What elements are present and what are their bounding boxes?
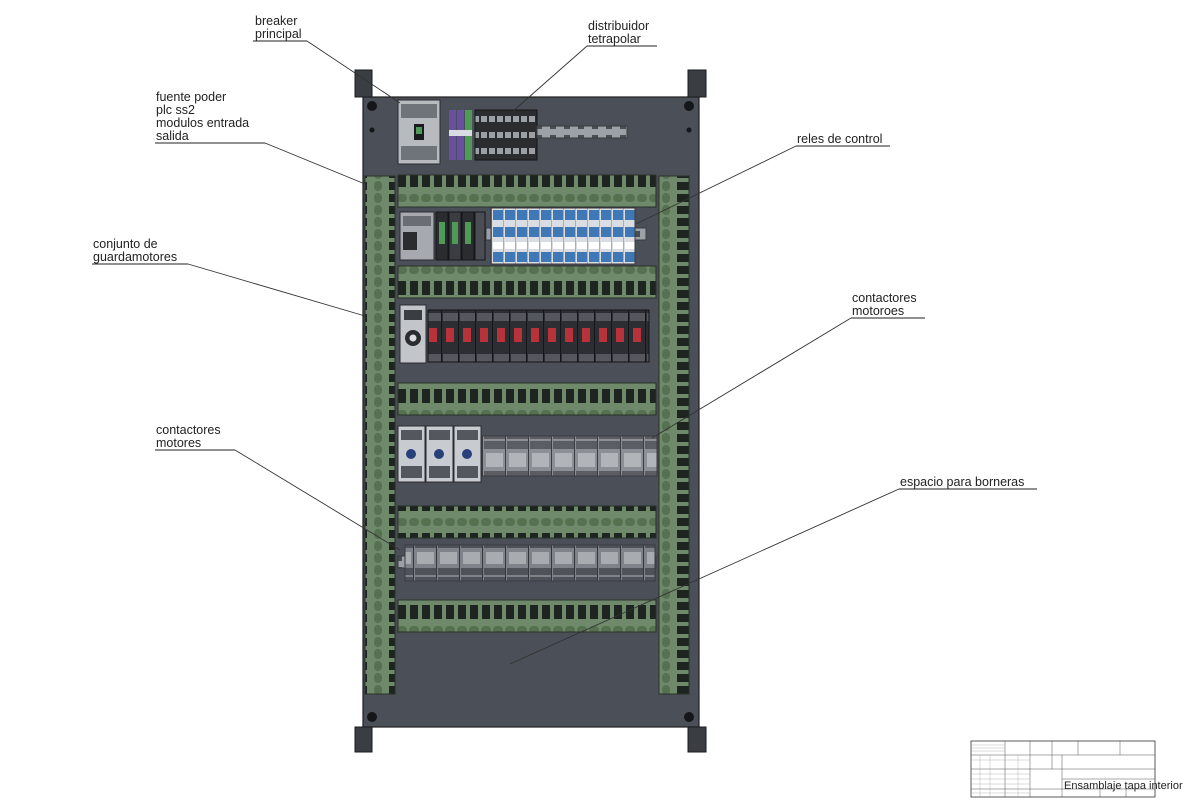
- label-conjunto-guardamotores: conjunto de guardamotores: [93, 237, 177, 264]
- label-line: reles de control: [797, 132, 882, 146]
- leader-lines: [92, 40, 1037, 665]
- horizontal-duct-1: [397, 174, 657, 208]
- distribution-terminals: [449, 110, 472, 160]
- label-line: espacio para borneras: [900, 475, 1024, 489]
- horizontal-duct-2: [397, 265, 657, 299]
- label-line: motores: [156, 436, 201, 450]
- motor-starter-main: [399, 304, 427, 364]
- label-line: contactores: [852, 291, 917, 305]
- plc-io-modules: [435, 211, 486, 261]
- label-line: breaker: [255, 14, 297, 28]
- din-rail-top: [536, 125, 628, 139]
- label-line: motoroes: [852, 304, 904, 318]
- label-line: distribuidor: [588, 19, 649, 33]
- label-breaker-principal: breaker principal: [255, 14, 302, 41]
- vertical-duct-left: [364, 175, 396, 695]
- label-fuente-poder: fuente poder plc ss2 modulos entrada sal…: [156, 90, 249, 143]
- label-line: conjunto de: [93, 237, 158, 251]
- label-line: modulos entrada: [156, 116, 249, 130]
- contactor-large: [397, 425, 482, 483]
- contactors-row-5: [404, 544, 656, 582]
- tetrapolar-distributor: [474, 109, 538, 161]
- label-line: tetrapolar: [588, 32, 641, 46]
- title-block: Ensamblaje tapa interior: [970, 740, 1183, 798]
- label-contactores-motoroes: contactores motoroes: [852, 291, 917, 318]
- power-supply-plc: [399, 211, 435, 261]
- horizontal-duct-5: [397, 599, 657, 633]
- label-contactores-motores: contactores motores: [156, 423, 221, 450]
- vertical-duct-right: [658, 175, 690, 695]
- label-line: fuente poder: [156, 90, 226, 104]
- motor-protection-switches: [427, 309, 650, 363]
- horizontal-duct-3: [397, 382, 657, 416]
- label-espacio-borneras: espacio para borneras: [900, 475, 1024, 489]
- label-distribuidor-tetrapolar: distribuidor tetrapolar: [588, 19, 649, 46]
- label-line: principal: [255, 27, 302, 41]
- title-block-title: Ensamblaje tapa interior: [1064, 780, 1183, 792]
- label-line: guardamotores: [93, 250, 177, 264]
- label-line: plc ss2: [156, 103, 195, 117]
- contactors-row-4: [481, 435, 658, 477]
- horizontal-duct-4: [397, 505, 657, 539]
- label-line: salida: [156, 129, 189, 143]
- label-reles-de-control: reles de control: [797, 132, 882, 146]
- label-line: contactores: [156, 423, 221, 437]
- main-breaker: [397, 99, 441, 165]
- control-relays: [490, 207, 636, 265]
